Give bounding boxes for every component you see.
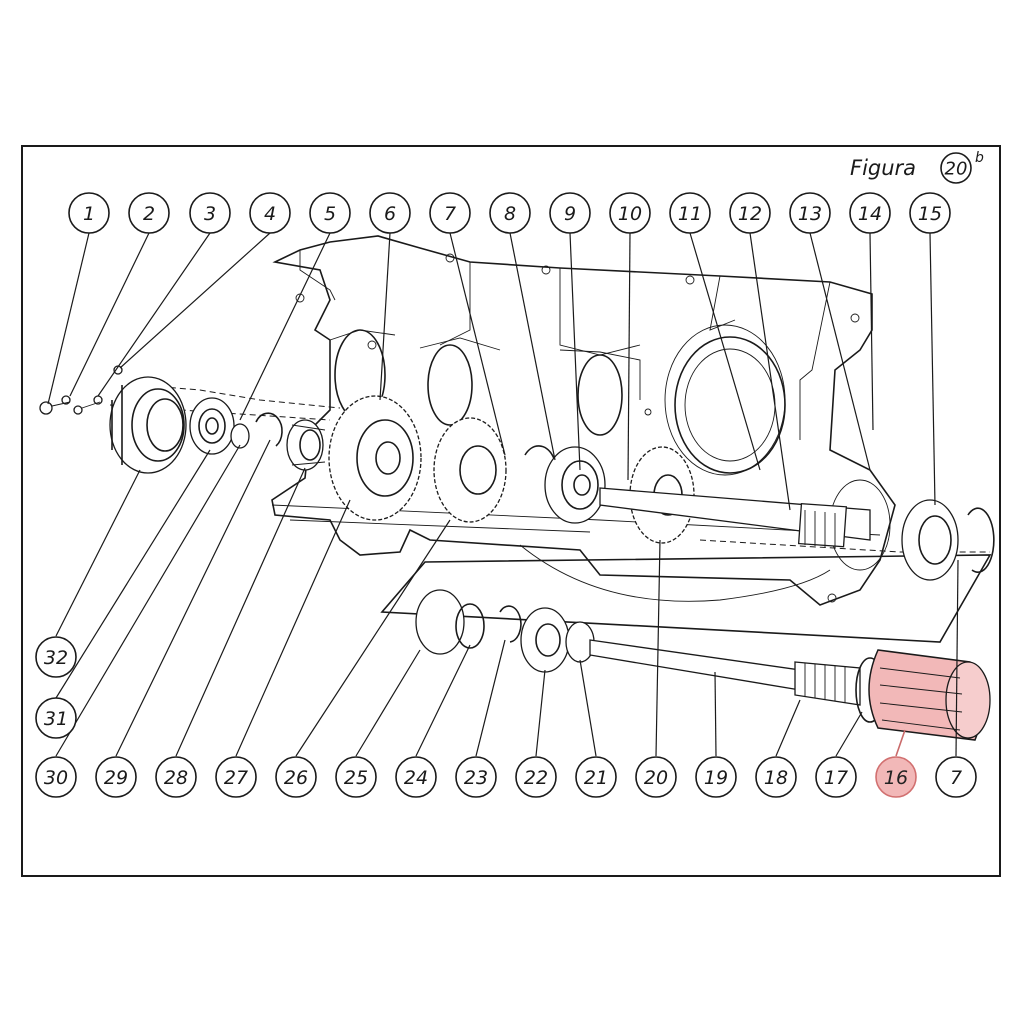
svg-text:26: 26 bbox=[284, 767, 308, 789]
svg-text:16: 16 bbox=[884, 767, 908, 789]
part-label-23: 23 bbox=[455, 756, 497, 798]
part-label-9: 9 bbox=[549, 192, 591, 234]
part-label-19: 19 bbox=[695, 756, 737, 798]
svg-text:5: 5 bbox=[324, 203, 336, 225]
part-label-1: 1 bbox=[68, 192, 110, 234]
lower-gear-cluster bbox=[415, 589, 595, 673]
svg-text:10: 10 bbox=[618, 203, 642, 225]
ball-bearing-mid bbox=[544, 446, 606, 524]
part-label-24: 24 bbox=[395, 756, 437, 798]
part-label-29: 29 bbox=[95, 756, 137, 798]
part-label-18: 18 bbox=[755, 756, 797, 798]
svg-text:30: 30 bbox=[44, 767, 68, 789]
svg-text:24: 24 bbox=[404, 767, 428, 789]
svg-text:29: 29 bbox=[104, 767, 128, 789]
part-label-14: 14 bbox=[849, 192, 891, 234]
label-set-bottom: 30 29 28 27 26 25 24 23 22 21 20 19 18 1… bbox=[35, 756, 977, 798]
svg-text:3: 3 bbox=[204, 203, 216, 225]
bearing-cover bbox=[109, 376, 187, 474]
highlighted-sleeve bbox=[868, 649, 991, 741]
svg-text:28: 28 bbox=[164, 767, 188, 789]
svg-text:20: 20 bbox=[644, 767, 668, 789]
lower-shaft-plane bbox=[380, 554, 992, 643]
part-label-12: 12 bbox=[729, 192, 771, 234]
figure-title-text: Figura bbox=[850, 156, 916, 180]
svg-text:21: 21 bbox=[584, 767, 608, 789]
part-label-2: 2 bbox=[128, 192, 170, 234]
part-label-31: 31 bbox=[35, 697, 77, 739]
svg-text:14: 14 bbox=[858, 203, 882, 225]
part-label-25: 25 bbox=[335, 756, 377, 798]
part-label-28: 28 bbox=[155, 756, 197, 798]
figure-number: 20 bbox=[945, 159, 968, 180]
part-label-5: 5 bbox=[309, 192, 351, 234]
medium-gear bbox=[433, 417, 507, 523]
figure-number-suffix: b bbox=[975, 150, 984, 166]
svg-text:23: 23 bbox=[464, 767, 488, 789]
svg-text:7: 7 bbox=[950, 767, 962, 789]
leader-lines bbox=[47, 232, 959, 757]
svg-text:12: 12 bbox=[738, 203, 762, 225]
part-label-22: 22 bbox=[515, 756, 557, 798]
svg-text:22: 22 bbox=[524, 767, 548, 789]
part-label-21: 21 bbox=[575, 756, 617, 798]
svg-text:13: 13 bbox=[798, 203, 822, 225]
svg-text:8: 8 bbox=[504, 203, 516, 225]
label-set-left: 32 31 bbox=[35, 636, 77, 739]
part-label-11: 11 bbox=[669, 192, 711, 234]
svg-text:7: 7 bbox=[444, 203, 456, 225]
part-label-10: 10 bbox=[609, 192, 651, 234]
svg-text:15: 15 bbox=[918, 203, 942, 225]
part-label-32: 32 bbox=[35, 636, 77, 678]
svg-text:1: 1 bbox=[83, 203, 95, 225]
part-label-16-highlighted: 16 bbox=[875, 756, 917, 798]
svg-text:25: 25 bbox=[344, 767, 368, 789]
svg-text:2: 2 bbox=[143, 203, 155, 225]
part-label-7-bottom: 7 bbox=[935, 756, 977, 798]
part-label-7-top: 7 bbox=[429, 192, 471, 234]
svg-text:31: 31 bbox=[44, 708, 68, 730]
part-label-15: 15 bbox=[909, 192, 951, 234]
spacer-ring bbox=[230, 423, 250, 449]
ball-bearing-left bbox=[189, 397, 235, 455]
ball-bearing-right bbox=[901, 499, 959, 581]
svg-text:18: 18 bbox=[764, 767, 788, 789]
figure-title: Figura 20 b bbox=[850, 150, 984, 184]
svg-text:4: 4 bbox=[264, 203, 276, 225]
svg-text:19: 19 bbox=[704, 767, 728, 789]
part-label-3: 3 bbox=[189, 192, 231, 234]
label-set-top: 1 2 3 4 5 6 7 8 9 10 11 12 13 14 15 bbox=[68, 192, 951, 234]
roller-bearing-left bbox=[286, 419, 326, 471]
svg-text:17: 17 bbox=[824, 767, 848, 789]
svg-text:32: 32 bbox=[44, 647, 68, 669]
snap-ring-left bbox=[255, 412, 283, 447]
svg-text:9: 9 bbox=[564, 203, 576, 225]
part-label-8: 8 bbox=[489, 192, 531, 234]
snap-ring-right bbox=[967, 507, 995, 573]
svg-text:6: 6 bbox=[384, 203, 396, 225]
part-label-20: 20 bbox=[635, 756, 677, 798]
svg-text:27: 27 bbox=[224, 767, 248, 789]
part-label-6: 6 bbox=[369, 192, 411, 234]
part-label-17: 17 bbox=[815, 756, 857, 798]
part-label-26: 26 bbox=[275, 756, 317, 798]
part-label-27: 27 bbox=[215, 756, 257, 798]
upper-shaft bbox=[599, 487, 871, 548]
part-label-4: 4 bbox=[249, 192, 291, 234]
svg-text:11: 11 bbox=[678, 203, 702, 225]
large-gear bbox=[328, 395, 422, 521]
lower-shaft bbox=[589, 639, 861, 706]
figure-number-circle bbox=[940, 152, 972, 184]
part-label-30: 30 bbox=[35, 756, 77, 798]
part-label-13: 13 bbox=[789, 192, 831, 234]
